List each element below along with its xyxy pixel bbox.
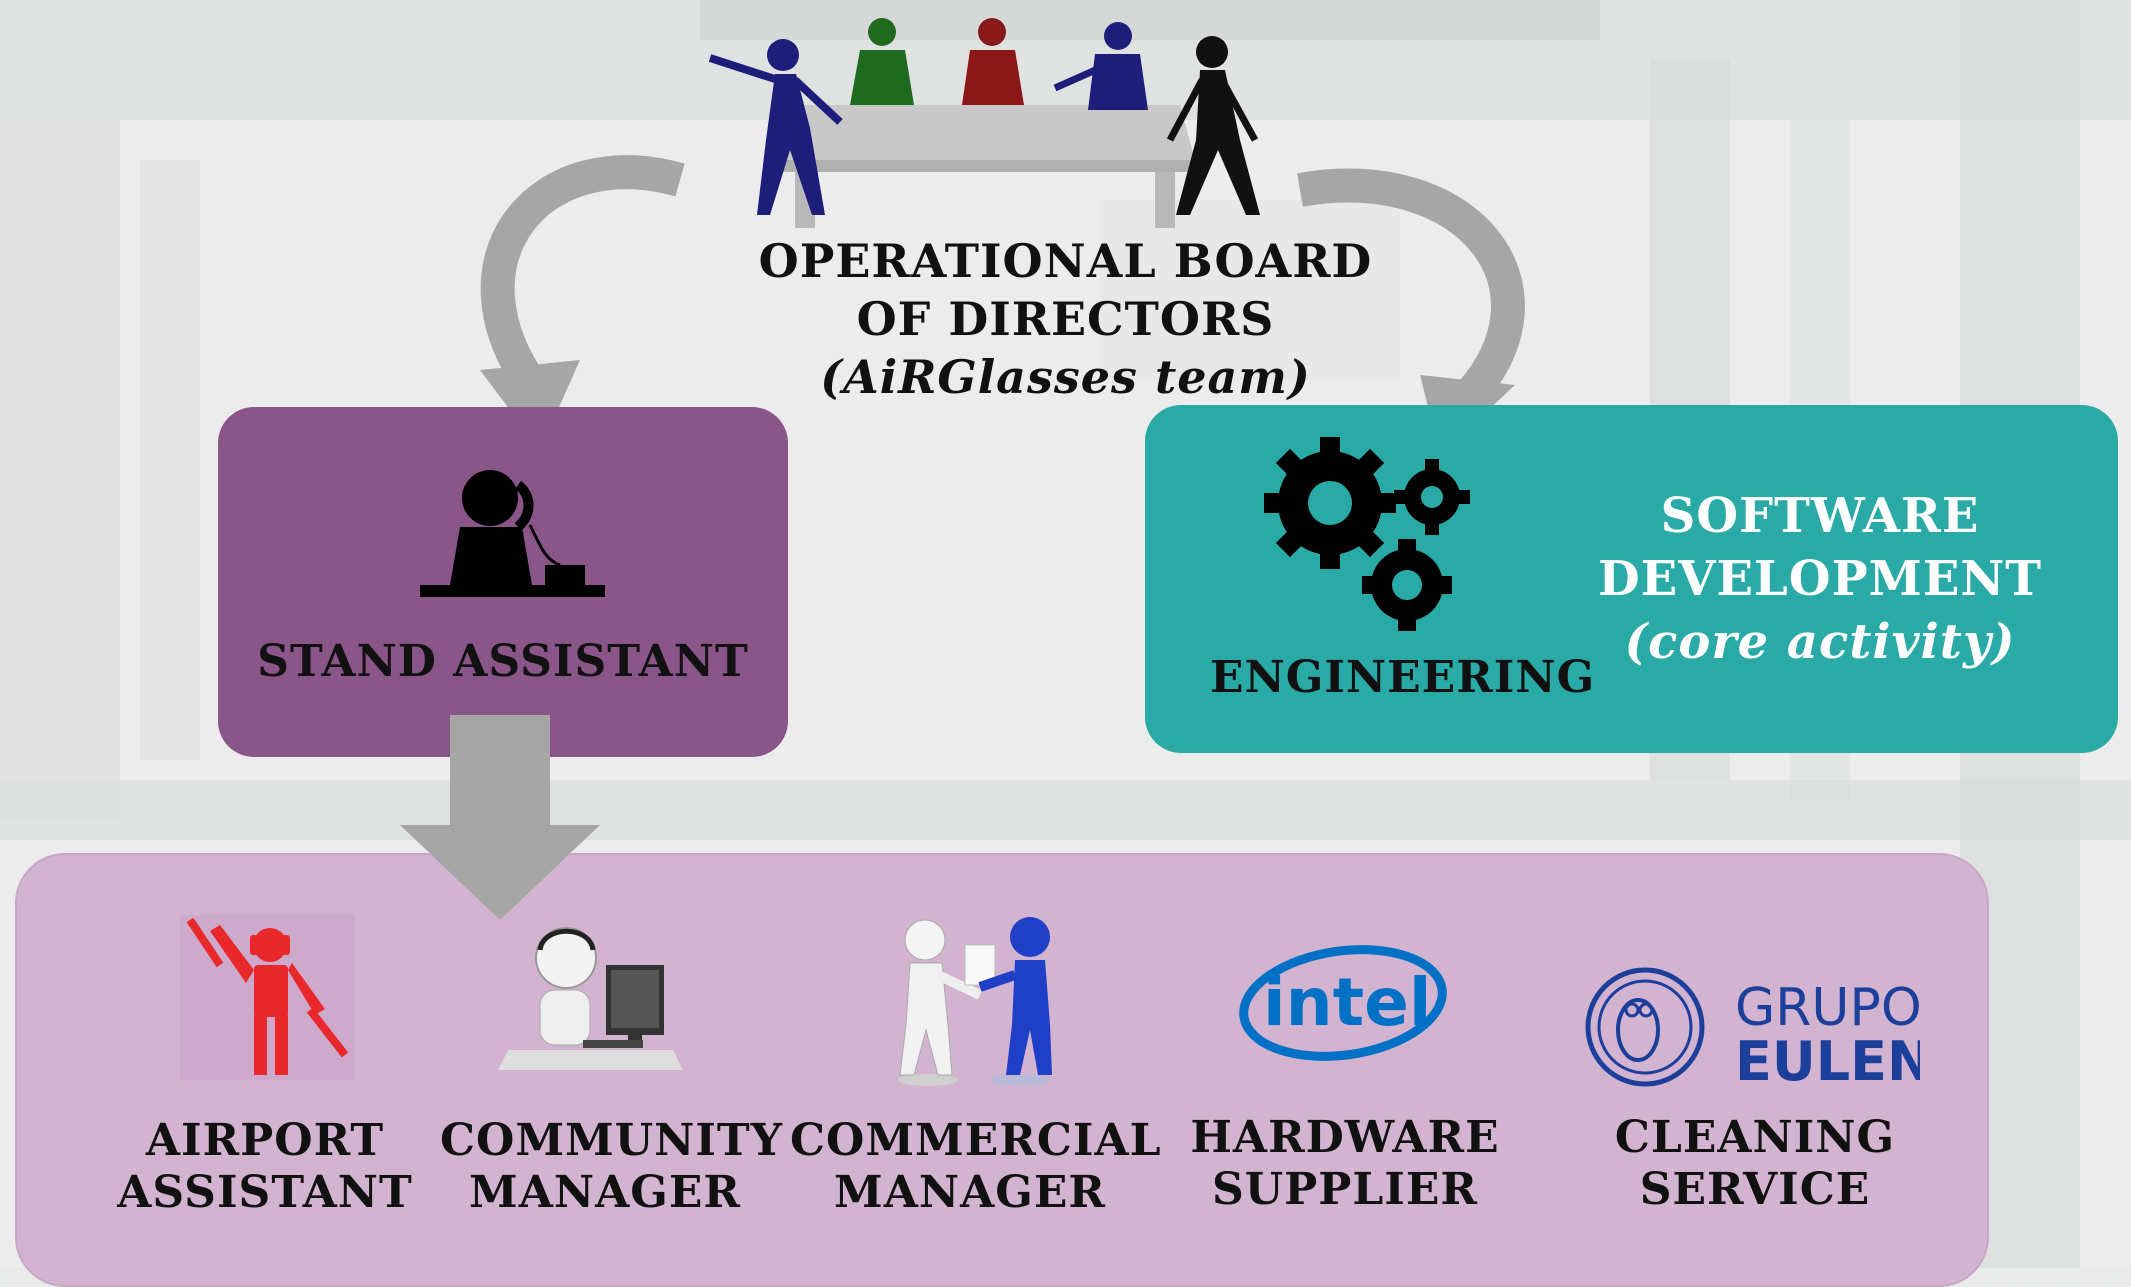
stand-assistant-label: STAND ASSISTANT xyxy=(257,636,749,687)
service-line2: MANAGER xyxy=(834,1167,1106,1218)
software-line1: SOFTWARE xyxy=(1660,488,1980,544)
service-line1: COMMUNITY xyxy=(440,1115,784,1166)
curved-arrow-left xyxy=(480,155,685,450)
board-meeting-icon xyxy=(708,18,1260,228)
software-note: (core activity) xyxy=(1624,614,2016,670)
down-arrow xyxy=(400,715,600,920)
service-line1: HARDWARE xyxy=(1190,1112,1500,1163)
service-label-community-manager: COMMUNITY MANAGER xyxy=(440,1115,784,1219)
service-line2: SERVICE xyxy=(1639,1164,1871,1215)
handshake-deal-icon xyxy=(898,917,1052,1086)
service-line1: CLEANING xyxy=(1614,1112,1896,1163)
computer-operator-icon xyxy=(498,927,683,1070)
grupo-eulen-logo: GRUPO EULEN xyxy=(1585,967,1920,1090)
engineering-label: ENGINEERING xyxy=(1210,652,1596,703)
airport-marshaller-icon xyxy=(180,915,355,1080)
service-line1: AIRPORT xyxy=(145,1115,385,1166)
board-title-line1: OPERATIONAL BOARD xyxy=(758,234,1373,288)
service-label-hardware-supplier: HARDWARE SUPPLIER xyxy=(1190,1112,1500,1216)
service-label-commercial-manager: COMMERCIAL MANAGER xyxy=(790,1115,1162,1219)
board-subtitle: (AiRGlasses team) xyxy=(820,350,1311,404)
service-label-cleaning-service: CLEANING SERVICE xyxy=(1600,1112,1910,1216)
board-title-line2: OF DIRECTORS xyxy=(856,292,1275,346)
service-line2: SUPPLIER xyxy=(1212,1164,1478,1215)
service-line1: COMMERCIAL xyxy=(790,1115,1162,1166)
service-line2: ASSISTANT xyxy=(117,1167,413,1218)
intel-logo-text: intel xyxy=(1263,964,1432,1041)
telephone-operator-icon xyxy=(420,470,605,597)
software-line2: DEVELOPMENT xyxy=(1597,551,2042,607)
eulen-logo-line2: EULEN xyxy=(1735,1030,1920,1090)
service-line2: MANAGER xyxy=(469,1167,741,1218)
eulen-logo-line1: GRUPO xyxy=(1735,978,1920,1038)
service-label-airport-assistant: AIRPORT ASSISTANT xyxy=(110,1115,420,1219)
gears-icon xyxy=(1264,437,1470,631)
intel-logo: intel xyxy=(1239,945,1447,1061)
